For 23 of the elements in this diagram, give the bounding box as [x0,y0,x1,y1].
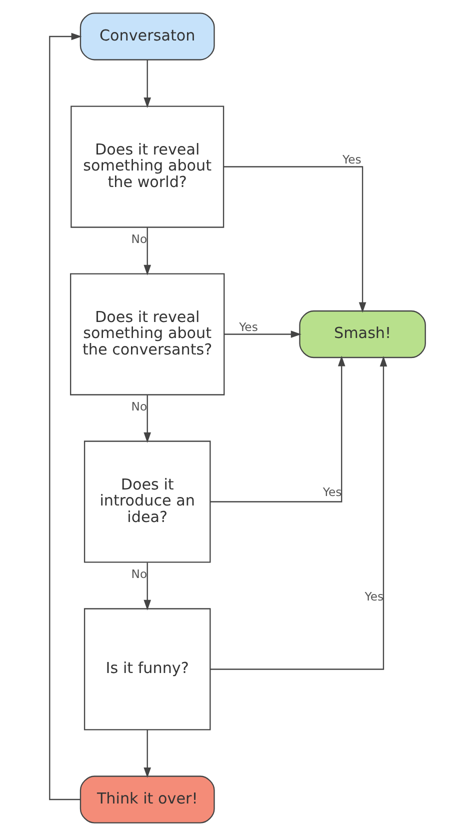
node-box: Does it introduce an idea? [83,440,210,563]
arrow [223,166,366,313]
node-box: Think it over! [79,776,214,824]
node-box: Conversaton [79,12,214,60]
arrow [143,562,151,610]
edge-label: Yes [238,320,258,334]
arrow [143,395,151,443]
node-box: Does it reveal something about the conversants? [70,273,224,396]
node-box: Does it reveal something about the world? [70,106,224,228]
edge-label: Yes [364,590,384,604]
arrow [210,356,387,670]
arrow [143,730,151,778]
edge-label: No [130,400,147,414]
node-box: Is it funny? [83,608,210,730]
arrow [143,228,151,276]
arrow [224,330,301,338]
edge-label: No [130,232,147,246]
edge-label: Yes [342,152,361,166]
arrow [143,60,151,108]
edge-label: No [130,567,147,582]
arrow [48,32,82,800]
node-box: Smash! [298,310,426,358]
arrow [210,356,345,502]
